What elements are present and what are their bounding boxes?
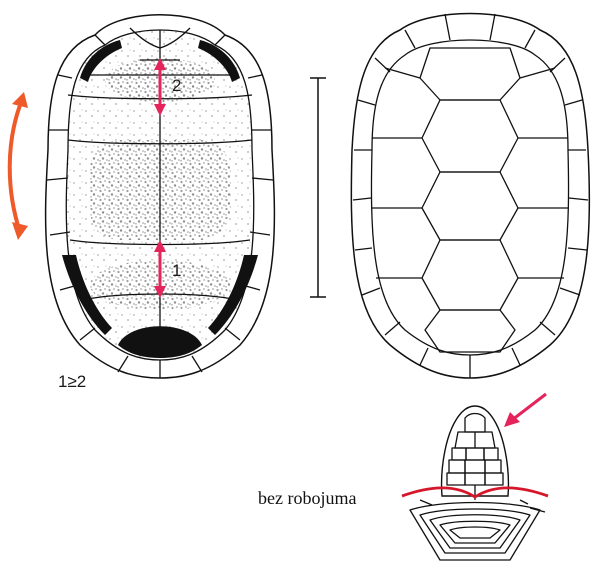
head-caption: bez robojuma [258,488,356,508]
head-detail-drawing: bez robojuma [258,394,548,560]
label-2: 2 [172,76,181,95]
orange-curved-arrow [10,92,28,240]
ratio-note: 1≥2 [58,372,86,391]
carapace-drawing [351,14,589,379]
label-1: 1 [172,261,181,280]
head-pointer-arrow [504,394,546,427]
plastron-drawing: 2 1 1≥2 [10,15,275,391]
scale-bar [310,78,326,297]
